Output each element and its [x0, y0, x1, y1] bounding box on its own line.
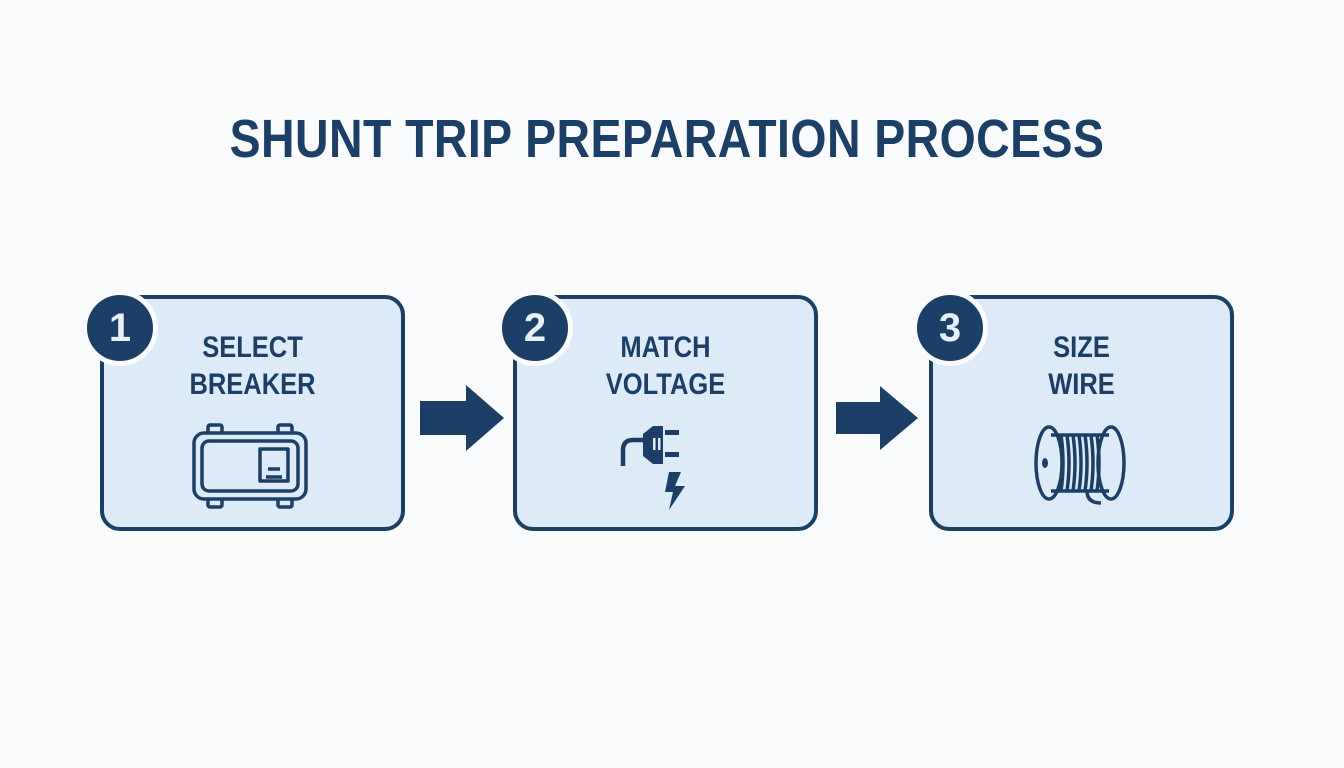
page-title: SHUNT TRIP PREPARATION PROCESS	[229, 109, 1105, 169]
step-label-line1: SIZE	[1053, 331, 1110, 364]
step-card-select-breaker: SELECT BREAKER	[100, 295, 405, 531]
step-number-badge: 3	[912, 290, 988, 366]
step-label-line1: SELECT	[202, 331, 303, 364]
step-label: SELECT BREAKER	[126, 329, 378, 403]
wire-spool-icon	[1034, 425, 1126, 505]
circuit-breaker-icon	[192, 423, 308, 509]
step-label-line2: WIRE	[1048, 368, 1115, 401]
step-label: MATCH VOLTAGE	[539, 329, 791, 403]
step-label-line1: MATCH	[620, 331, 711, 364]
step-label: SIZE WIRE	[955, 329, 1207, 403]
step-label-line2: BREAKER	[189, 368, 316, 401]
step-number-badge: 1	[82, 290, 158, 366]
arrow-right-icon	[836, 386, 918, 450]
arrow-right-icon	[420, 385, 504, 451]
plug-lightning-icon	[620, 426, 685, 510]
step-number-badge: 2	[497, 290, 573, 366]
step-label-line2: VOLTAGE	[605, 368, 726, 401]
